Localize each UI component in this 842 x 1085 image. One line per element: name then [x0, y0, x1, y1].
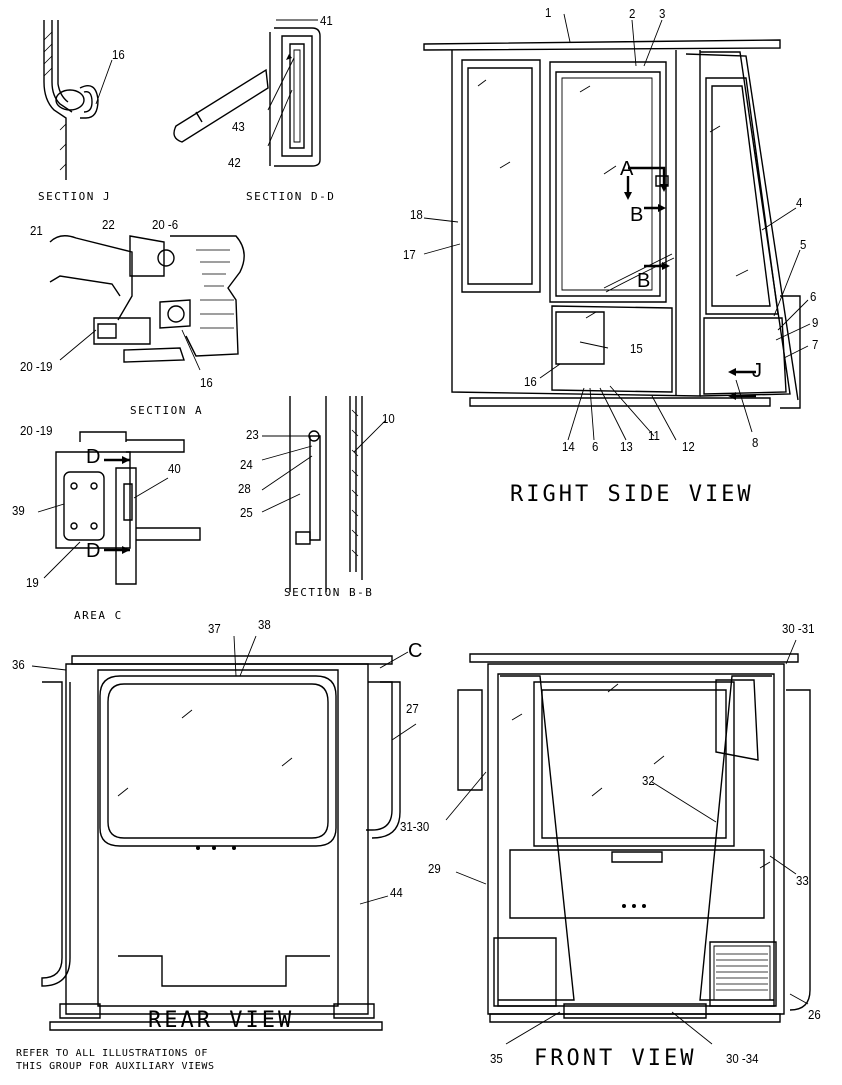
callout-4: 4: [796, 195, 803, 210]
callout-13: 13: [620, 439, 633, 454]
callout-10: 10: [382, 411, 395, 426]
section-marker-a: A: [620, 158, 634, 180]
callout-30-34: 30 -34: [726, 1051, 759, 1066]
callout-42: 42: [228, 155, 241, 170]
callout-40: 40: [168, 461, 181, 476]
callout-18: 18: [410, 207, 423, 222]
callout-39: 39: [12, 503, 25, 518]
callout-27: 27: [406, 701, 419, 716]
callout-33: 33: [796, 873, 809, 888]
callout-30-31: 30 -31: [782, 621, 815, 636]
callout-22: 22: [102, 217, 115, 232]
callout-2: 2: [629, 6, 636, 21]
callout-6-bottom: 6: [592, 439, 599, 454]
title-right-side-view: RIGHT SIDE VIEW: [510, 482, 754, 507]
callout-16-right: 16: [524, 374, 537, 389]
callout-12: 12: [682, 439, 695, 454]
callout-26: 26: [808, 1007, 821, 1022]
section-marker-d-top: D: [86, 446, 101, 468]
callout-15: 15: [630, 341, 643, 356]
area-c-drawing: [37, 431, 201, 585]
callout-43: 43: [232, 119, 245, 134]
title-section-dd: SECTION D-D: [246, 190, 336, 203]
section-j-drawing: [43, 20, 113, 180]
callout-16-section-a: 16: [200, 375, 213, 390]
title-front-view: FRONT VIEW: [534, 1046, 697, 1071]
title-section-bb: SECTION B-B: [284, 586, 374, 599]
callout-38: 38: [258, 617, 271, 632]
title-section-a: SECTION A: [130, 404, 204, 417]
callout-6-right: 6: [810, 289, 817, 304]
callout-37: 37: [208, 621, 221, 636]
callout-11: 11: [648, 428, 660, 443]
callout-20-19-area-c: 20 -19: [20, 423, 53, 438]
callout-24: 24: [240, 457, 253, 472]
callout-25: 25: [240, 505, 253, 520]
callout-35: 35: [490, 1051, 503, 1066]
section-a-drawing: [49, 235, 245, 371]
rear-view-drawing: [31, 635, 417, 1031]
callout-14: 14: [562, 439, 575, 454]
section-marker-j: J: [752, 360, 762, 382]
callout-7: 7: [812, 337, 819, 352]
callout-20-6: 20 -6: [152, 217, 179, 232]
callout-3: 3: [659, 6, 666, 21]
callout-36: 36: [12, 657, 25, 672]
callout-41: 41: [320, 13, 333, 28]
callout-5: 5: [800, 237, 807, 252]
callout-23: 23: [246, 427, 259, 442]
title-section-j: SECTION J: [38, 190, 112, 203]
callout-28: 28: [238, 481, 251, 496]
callout-1: 1: [545, 5, 552, 20]
callout-44: 44: [390, 885, 403, 900]
callout-29: 29: [428, 861, 441, 876]
section-bb-drawing: [261, 396, 387, 592]
section-marker-d-bottom: D: [86, 540, 101, 562]
callout-17: 17: [403, 247, 416, 262]
right-side-view-drawing: [423, 13, 811, 441]
callout-8: 8: [752, 435, 759, 450]
callout-20-19-section-a: 20 -19: [20, 359, 53, 374]
section-dd-drawing: [173, 19, 321, 167]
auxiliary-views-note: REFER TO ALL ILLUSTRATIONS OF THIS GROUP…: [16, 1048, 215, 1072]
callout-31-30: 31-30: [400, 819, 430, 834]
callout-19: 19: [26, 575, 39, 590]
section-marker-c: C: [408, 640, 423, 662]
front-view-drawing: [445, 639, 811, 1045]
title-rear-view: REAR VIEW: [148, 1008, 295, 1033]
callout-32: 32: [642, 773, 655, 788]
callout-16-section-j: 16: [112, 47, 125, 62]
callout-21: 21: [30, 223, 43, 238]
section-marker-b-bottom: B: [637, 270, 651, 292]
title-area-c: AREA C: [74, 609, 123, 622]
callout-9: 9: [812, 315, 819, 330]
section-marker-b-top: B: [630, 204, 644, 226]
